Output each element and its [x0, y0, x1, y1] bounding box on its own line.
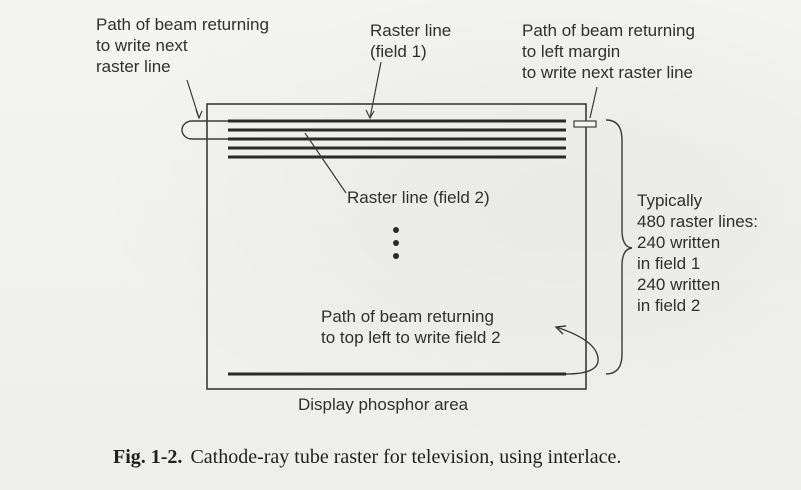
- right-margin-marker: [573, 120, 597, 128]
- label-line: 240 written: [637, 275, 721, 294]
- left-return-loop: [181, 120, 228, 140]
- label-path-top-left: Path of beam returning to top left to wr…: [321, 306, 501, 348]
- label-line: (field 1): [370, 42, 427, 61]
- label-line: in field 2: [637, 296, 701, 315]
- ellipsis-dot: [393, 253, 399, 259]
- leader-raster1: [369, 61, 382, 119]
- raster-lines: [228, 119, 566, 159]
- label-raster-field1: Raster line (field 1): [370, 20, 451, 62]
- leader-raster2: [304, 132, 347, 194]
- label-line: Path of beam returning: [96, 15, 269, 34]
- label-line: Typically: [637, 191, 703, 210]
- label-line: in field 1: [637, 254, 701, 273]
- label-line: Display phosphor area: [298, 395, 469, 414]
- brace-right: [605, 119, 633, 375]
- display-phosphor-frame: [206, 103, 587, 390]
- label-line: to write next raster line: [522, 63, 694, 82]
- label-line: 240 written: [637, 233, 721, 252]
- label-typical-count: Typically 480 raster lines: 240 written …: [637, 190, 758, 316]
- label-line: Path of beam returning: [321, 307, 494, 326]
- label-line: raster line: [96, 57, 171, 76]
- ellipsis-dots: [393, 227, 399, 259]
- label-line: to write next: [96, 36, 188, 55]
- label-line: to top left to write field 2: [321, 328, 501, 347]
- ellipsis-dot: [393, 227, 399, 233]
- label-path-left-margin: Path of beam returning to left margin to…: [522, 20, 695, 83]
- caption-text: Cathode-ray tube raster for television, …: [190, 446, 622, 468]
- label-line: Raster line: [370, 21, 452, 40]
- figure-number: Fig. 1-2.: [113, 446, 183, 468]
- label-display-area: Display phosphor area: [298, 394, 468, 415]
- label-line: Path of beam returning: [522, 21, 695, 40]
- return-curve-field2: [555, 326, 599, 375]
- label-path-next-line: Path of beam returning to write next ras…: [96, 14, 269, 77]
- label-line: 480 raster lines:: [637, 212, 758, 231]
- figure-caption: Fig. 1-2. Cathode-ray tube raster for tel…: [113, 446, 621, 469]
- ellipsis-dot: [393, 240, 399, 246]
- label-raster-field2: Raster line (field 2): [347, 187, 490, 208]
- leader-path-left: [589, 86, 598, 119]
- label-line: Raster line (field 2): [347, 188, 490, 207]
- label-line: to left margin: [522, 42, 621, 61]
